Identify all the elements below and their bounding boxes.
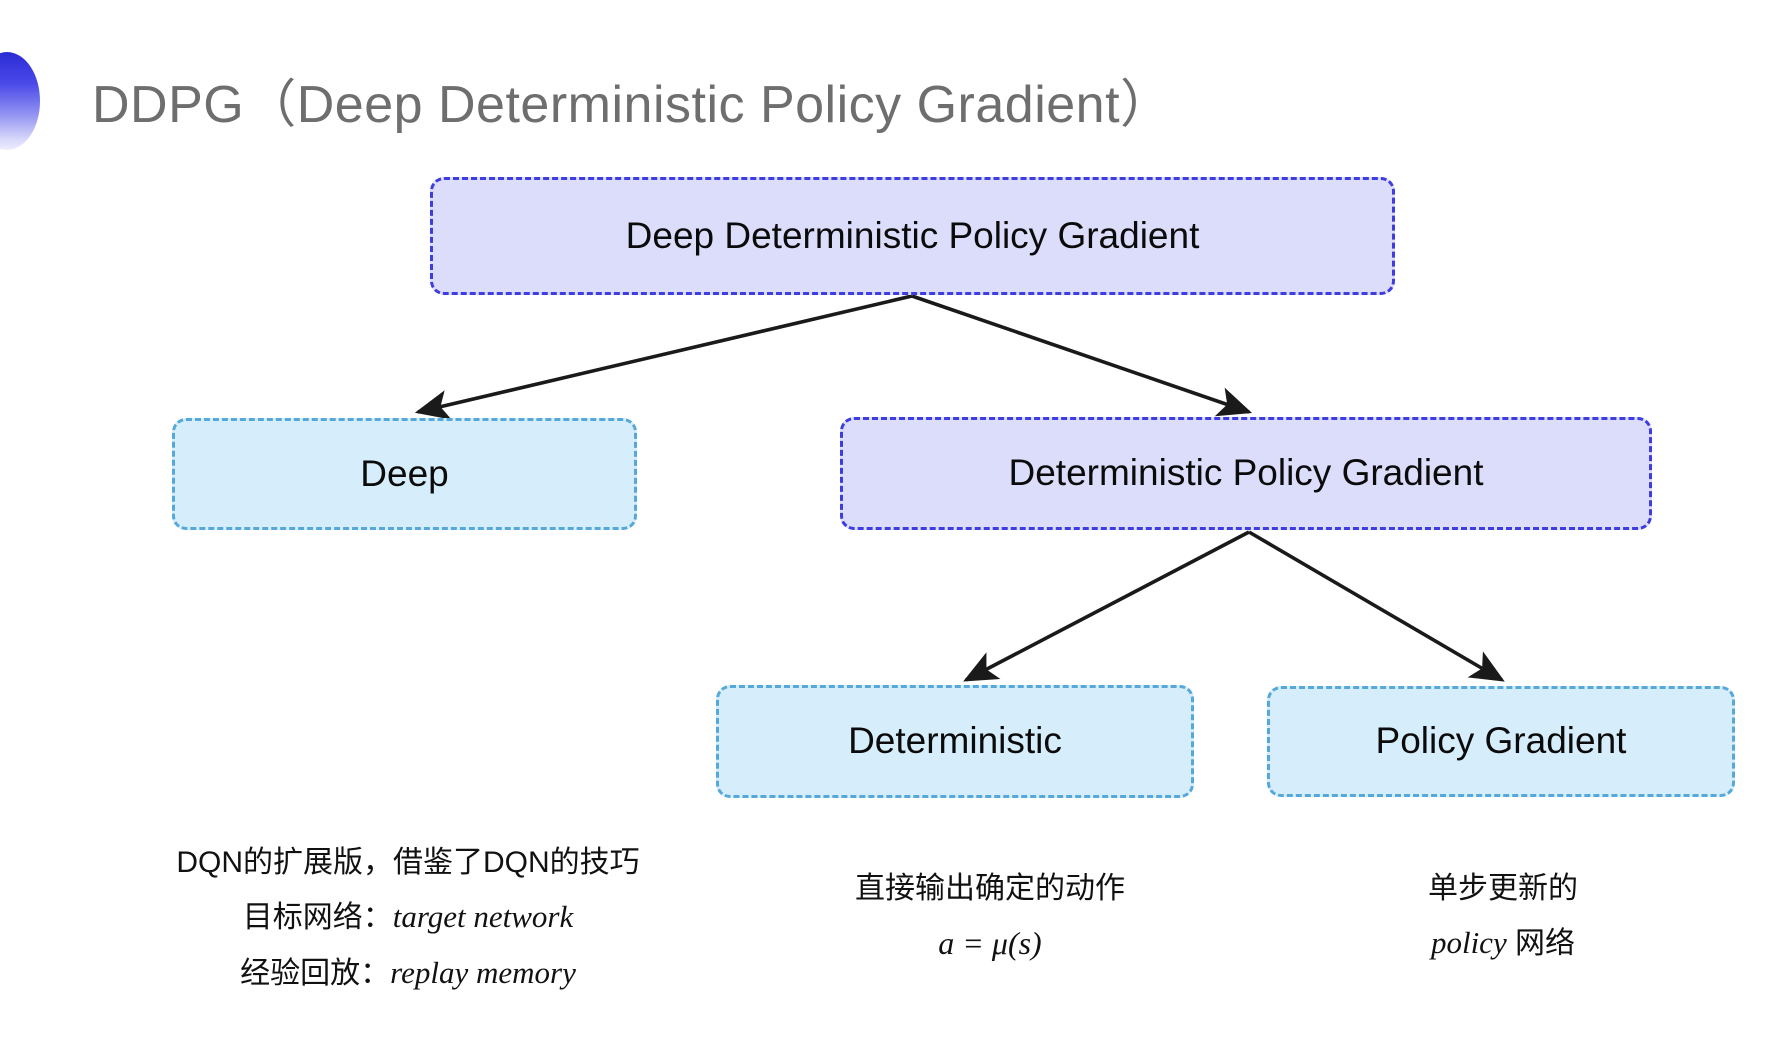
node-root-label: Deep Deterministic Policy Gradient (625, 214, 1200, 256)
edge-dpg-to-pg (1248, 530, 1505, 682)
node-pg-label: Policy Gradient (1375, 720, 1627, 762)
annotation-pg-line2-term: policy (1430, 925, 1507, 961)
annotation-deep: DQN的扩展版，借鉴了DQN的技巧 目标网络：target network 经验… (148, 836, 668, 1000)
edge-root-to-dpg (911, 294, 1253, 417)
node-dpg-label: Deterministic Policy Gradient (1008, 452, 1484, 494)
annotation-deep-line3-label: 经验回放： (240, 956, 391, 990)
annotation-deterministic-line1: 直接输出确定的动作 (855, 872, 1125, 905)
annotation-pg-line2: policy 网络 (1333, 915, 1673, 970)
node-deterministic[interactable]: Deterministic (716, 685, 1194, 798)
node-deterministic-policy-gradient[interactable]: Deterministic Policy Gradient (840, 417, 1652, 530)
node-root[interactable]: Deep Deterministic Policy Gradient (430, 177, 1395, 295)
half-circle-gradient-icon (0, 52, 40, 150)
annotation-pg-line2-suffix: 网络 (1506, 927, 1576, 961)
edge-root-to-deep (414, 294, 913, 420)
node-deep[interactable]: Deep (172, 418, 637, 530)
annotation-pg-line1: 单步更新的 (1428, 872, 1578, 905)
annotation-deep-line3-term: replay memory (390, 954, 576, 990)
page-title: DDPG（Deep Deterministic Policy Gradient） (92, 76, 1173, 134)
annotation-deep-line2-label: 目标网络： (242, 901, 393, 935)
annotation-policy-gradient: 单步更新的 policy 网络 (1333, 862, 1673, 971)
node-det-label: Deterministic (848, 720, 1062, 762)
annotation-deterministic-formula: a = μ(s) (938, 925, 1042, 962)
annotation-deep-line1: DQN的扩展版，借鉴了DQN的技巧 (176, 846, 640, 879)
annotation-deep-line3: 经验回放：replay memory (148, 945, 668, 1000)
annotation-deep-line2: 目标网络：target network (148, 889, 668, 944)
annotation-deep-line2-term: target network (392, 899, 574, 935)
node-deep-label: Deep (360, 452, 449, 494)
edge-dpg-to-det (963, 530, 1250, 682)
node-policy-gradient[interactable]: Policy Gradient (1267, 686, 1735, 797)
annotation-deterministic: 直接输出确定的动作 a = μ(s) (790, 862, 1190, 972)
